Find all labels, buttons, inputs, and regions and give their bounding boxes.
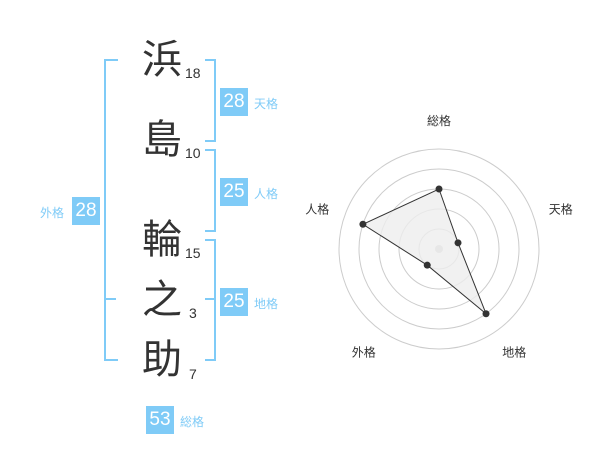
jinkaku-value: 25 — [220, 178, 248, 206]
soukaku-value: 53 — [146, 406, 174, 434]
name-char-2: 島 — [142, 117, 182, 163]
stroke-count-2: 10 — [185, 145, 201, 161]
radar-point — [454, 239, 462, 247]
gaikaku-bracket-tick — [106, 298, 116, 300]
stroke-count-1: 18 — [185, 65, 201, 81]
stroke-count-3: 15 — [185, 245, 201, 261]
name-char-3: 輪 — [142, 217, 182, 263]
radar-axis-label: 総格 — [427, 113, 451, 128]
name-char-5: 助 — [142, 337, 182, 383]
radar-axis-label: 天格 — [549, 201, 573, 216]
radar-point — [359, 220, 367, 228]
gaikaku-bracket — [104, 59, 118, 361]
name-char-1: 浜 — [142, 37, 182, 83]
chikaku-label: 地格 — [254, 297, 279, 311]
chikaku-value: 25 — [220, 288, 248, 316]
radar-axis-label: 地格 — [502, 345, 526, 360]
radar-area — [361, 188, 487, 315]
tenkaku-value: 28 — [220, 88, 248, 116]
chikaku-bracket — [205, 239, 216, 361]
radar-axis-label: 外格 — [352, 345, 376, 360]
stroke-count-5: 7 — [189, 366, 197, 382]
radar-axis-label: 人格 — [305, 201, 329, 216]
radar-point — [435, 185, 443, 193]
radar-ring — [358, 168, 520, 330]
gaikaku-label: 外格 — [40, 206, 65, 220]
radar-point — [423, 261, 431, 269]
gaikaku-value: 28 — [72, 197, 100, 225]
radar-point — [482, 310, 490, 318]
jinkaku-bracket — [205, 149, 216, 232]
tenkaku-bracket — [205, 59, 216, 142]
radar-ring — [338, 148, 540, 350]
name-char-4: 之 — [142, 277, 182, 323]
tenkaku-label: 天格 — [254, 97, 279, 111]
chikaku-bracket-tick — [205, 298, 215, 300]
jinkaku-label: 人格 — [254, 187, 279, 201]
soukaku-label: 総格 — [180, 415, 205, 429]
stroke-count-4: 3 — [189, 305, 197, 321]
